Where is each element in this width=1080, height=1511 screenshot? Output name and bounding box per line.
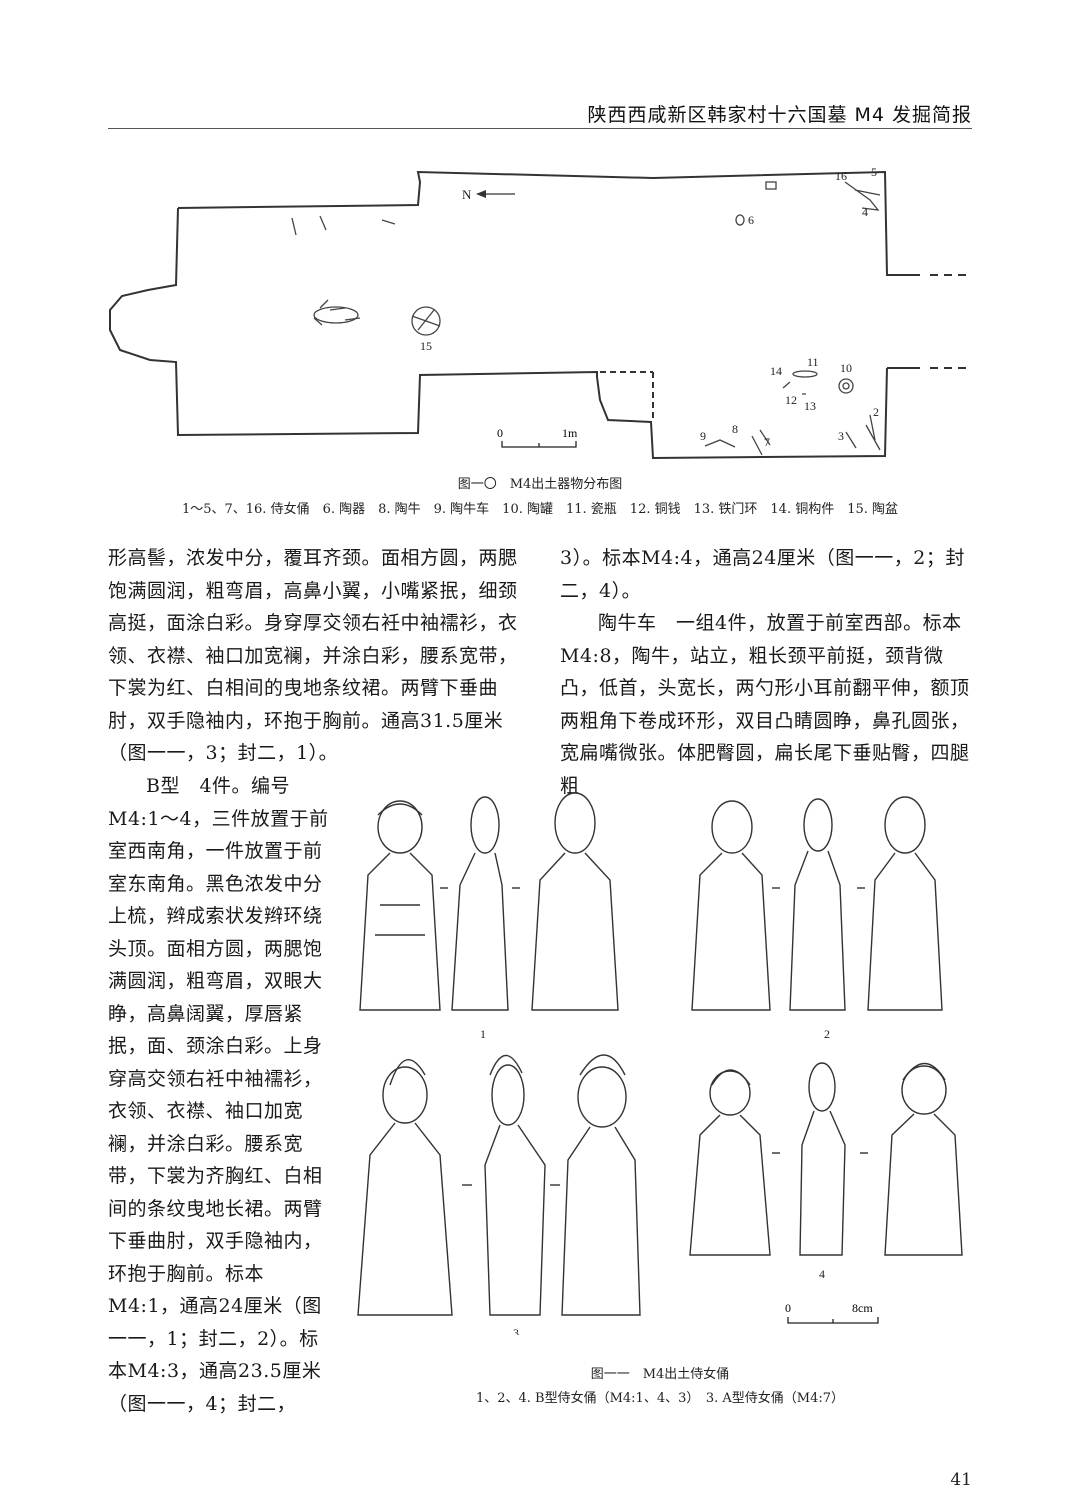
plan-caption-legend: 1～5、7、16. 侍女俑 6. 陶器 8. 陶牛 9. 陶牛车 10. 陶罐 …	[181, 502, 899, 517]
left-column-top: 形高髻，浓发中分，覆耳齐颈。面相方圆，两腮饱满圆润，粗弯眉，高鼻小翼，小嘴紧抿，…	[108, 542, 522, 770]
plan-label-13: 13	[804, 399, 816, 413]
plan-label-14: 14	[770, 364, 782, 378]
plan-label-12: 12	[785, 393, 797, 407]
figure-label-3: 3	[513, 1326, 519, 1335]
figurine-caption-title: 图一一 M4出土侍女俑	[590, 1367, 730, 1382]
paragraph: 3）。标本M4:4，通高24厘米（图一一，2；封二，4）。	[560, 547, 965, 602]
figure-label-4: 4	[819, 1267, 825, 1281]
paragraph: B型 4件。编号M4:1～4，三件放置于前室西南角，一件放置于前室东南角。黑色浓…	[108, 775, 329, 1415]
figurine-drawing: 1 2 3 4 0 8cm	[357, 792, 963, 1335]
plan-scale-start: 0	[497, 426, 503, 440]
figurine-scale-end: 8cm	[852, 1301, 873, 1315]
plan-label-15: 15	[420, 339, 432, 353]
figure-label-2: 2	[824, 1027, 830, 1041]
plan-label-2: 2	[873, 405, 879, 419]
plan-label-10: 10	[840, 361, 852, 375]
header-rule	[108, 128, 972, 129]
paragraph: 形高髻，浓发中分，覆耳齐颈。面相方圆，两腮饱满圆润，粗弯眉，高鼻小翼，小嘴紧抿，…	[108, 547, 518, 764]
paragraph: 陶牛车 一组4件，放置于前室西部。标本M4:8，陶牛，站立，粗长颈平前挺，颈背微…	[560, 612, 970, 797]
plan-label-7: 7	[764, 435, 770, 449]
running-title: 陕西西咸新区韩家村十六国墓 M4 发掘简报	[587, 104, 972, 126]
plan-label-9: 9	[700, 429, 706, 443]
left-column-narrow: B型 4件。编号M4:1～4，三件放置于前室西南角，一件放置于前室东南角。黑色浓…	[108, 770, 332, 1420]
tomb-plan-drawing: N 16 5 4 6 15 11 14 10 12 13 2 3 9 8 7 0	[109, 165, 970, 460]
plan-label-16: 16	[835, 169, 847, 183]
figurine-caption-legend: 1、2、4. B型侍女俑（M4:1、4、3） 3. A型侍女俑（M4:7）	[475, 1391, 845, 1406]
plan-label-4: 4	[862, 205, 868, 219]
plan-scale-end: 1m	[562, 426, 578, 440]
plan-label-6: 6	[748, 213, 754, 227]
plan-label-3: 3	[838, 429, 844, 443]
figurine-scale-start: 0	[785, 1301, 791, 1315]
plan-label-11: 11	[807, 355, 819, 369]
figurine-scale-bar	[787, 1317, 879, 1324]
figure-label-1: 1	[480, 1027, 486, 1041]
plan-label-8: 8	[732, 422, 738, 436]
plan-label-5: 5	[871, 165, 877, 179]
page-number: 41	[950, 1470, 972, 1490]
plan-scale-bar	[501, 441, 577, 448]
north-label: N	[462, 187, 472, 202]
plan-caption-title: 图一〇 M4出土器物分布图	[457, 477, 623, 492]
right-column-top: 3）。标本M4:4，通高24厘米（图一一，2；封二，4）。 陶牛车 一组4件，放…	[560, 542, 974, 802]
